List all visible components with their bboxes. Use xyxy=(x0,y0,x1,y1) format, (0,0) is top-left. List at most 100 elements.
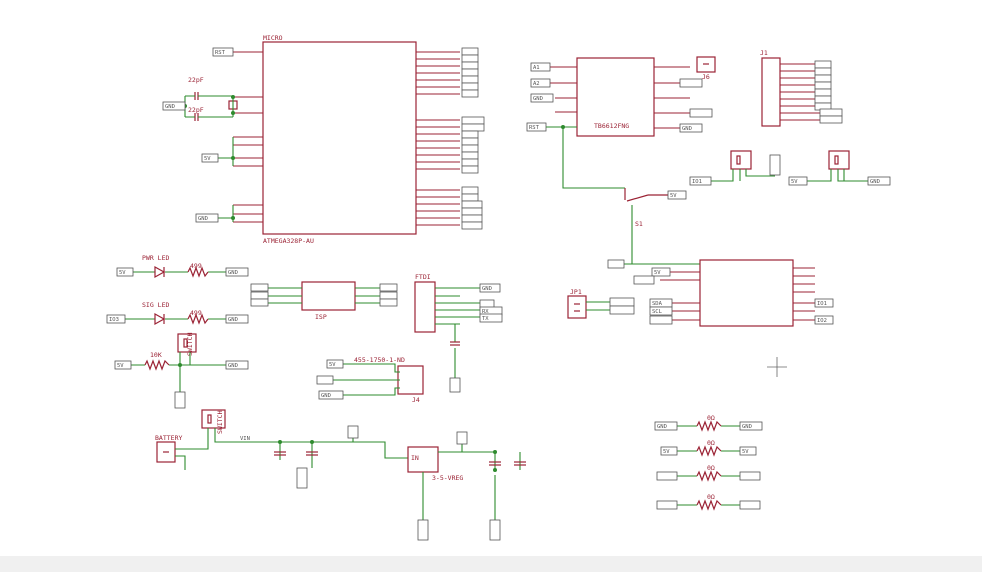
sensor-ic-symbol[interactable] xyxy=(660,259,815,327)
j6-ref-label: J6 xyxy=(702,73,710,81)
vcc-tag-sensor xyxy=(651,267,671,277)
c1-value-label: 22pF xyxy=(188,76,204,84)
j4-value-label: 455-1750-1-ND xyxy=(354,356,405,364)
r1-value-label: 499 xyxy=(190,262,202,270)
s1-ref-label: S1 xyxy=(635,220,643,228)
a1-label: A1 xyxy=(533,65,540,71)
sck-tag xyxy=(250,291,269,300)
pwr-led-label: PWR LED xyxy=(142,254,169,262)
gnd-tag-rb1 xyxy=(654,421,678,431)
vcc-tag-rb2 xyxy=(660,446,678,456)
sda-label: SDA xyxy=(652,301,663,307)
signal-led-circuit[interactable]: SIG LED 499 xyxy=(125,301,226,326)
vcc-tag-rb2b xyxy=(739,446,757,456)
gnd-tag-isp xyxy=(379,298,398,307)
header-j1[interactable]: J1 xyxy=(760,49,820,127)
vcc-label-s1: 5V xyxy=(670,193,677,199)
rst-label-u2: RST xyxy=(529,125,540,131)
crosshair-cursor-icon xyxy=(767,357,787,377)
vcc-tag-isp xyxy=(379,283,398,292)
io-tag-rb3 xyxy=(656,471,678,481)
voltage-regulator[interactable]: IN 3-5-VREG xyxy=(407,440,526,520)
jp1-tag2 xyxy=(609,305,635,315)
button-switch-circuit[interactable]: SWITCH 10K xyxy=(131,332,226,392)
s1-net-tag xyxy=(607,259,625,269)
io-tag-rb4 xyxy=(656,500,678,510)
motor-driver-symbol[interactable]: TB6612FNG xyxy=(550,57,690,137)
microcontroller-symbol[interactable]: MICRO ATMEGA328P-AU xyxy=(233,34,460,245)
gnd-label-ftdi: GND xyxy=(482,286,492,292)
sw-net-tag xyxy=(174,391,186,409)
gnd-label-crystal: GND xyxy=(165,104,175,110)
resistor-0a: 0Ω xyxy=(677,414,740,432)
r3-value-label: 10K xyxy=(150,351,162,359)
vcc-tag-s1 xyxy=(667,190,687,200)
reg-in-label: IN xyxy=(411,454,419,462)
io-header-1[interactable] xyxy=(711,150,775,182)
vcc-label-io2: 5V xyxy=(791,179,798,185)
vcc-label-mcu: 5V xyxy=(204,156,211,162)
tx-label: TX xyxy=(482,316,489,322)
sensor-gnd-tag xyxy=(649,315,673,325)
jp1-ref-label: JP1 xyxy=(570,288,582,296)
rst-tag xyxy=(212,47,234,57)
gnd-label-j4: GND xyxy=(321,393,331,399)
crystal-circuit[interactable]: 22pF 22pF xyxy=(175,76,238,121)
vin-label: VIN xyxy=(240,436,250,442)
sensor-tag2 xyxy=(633,275,655,285)
gnd-tag-j4 xyxy=(318,390,344,400)
power-led-circuit[interactable]: PWR LED 499 xyxy=(133,254,226,279)
switch-s1[interactable]: S1 xyxy=(624,188,668,228)
battery-connector[interactable]: BATTERY xyxy=(155,434,182,463)
gnd-tag-reg2 xyxy=(489,519,501,541)
io-tag-rb3b xyxy=(739,471,761,481)
isp-ref-label: ISP xyxy=(315,313,327,321)
schematic-canvas[interactable]: MICRO ATMEGA328P-AU xyxy=(0,0,982,556)
gnd-label-led2: GND xyxy=(228,317,238,323)
a2-tag xyxy=(530,78,551,88)
gnd-tag-u2 xyxy=(530,93,554,103)
vcc-label-sw: 5V xyxy=(117,363,124,369)
jp1-tag1 xyxy=(609,297,635,307)
resistor-bank[interactable]: 0Ω 0Ω 0Ω 0Ω xyxy=(677,414,740,511)
gnd-label-u2: GND xyxy=(533,96,543,102)
sig-led-label: SIG LED xyxy=(142,301,169,309)
c2-value-label: 22pF xyxy=(188,106,204,114)
power-switch[interactable]: SWITCH xyxy=(201,409,226,434)
gnd-tag-mcu xyxy=(195,213,219,223)
isp-header[interactable]: ISP xyxy=(268,281,380,321)
vcc-tag-io2 xyxy=(788,176,808,186)
u2-value-label: TB6612FNG xyxy=(594,122,629,130)
status-bar xyxy=(0,556,982,572)
ftdi-ref-label: FTDI xyxy=(415,273,431,281)
gnd-tag-led2 xyxy=(225,314,249,324)
gnd-tag-rb1b xyxy=(739,421,763,431)
gnd-tag-io2 xyxy=(867,176,891,186)
gnd-tag-sw xyxy=(225,360,249,370)
resistor-0c: 0Ω xyxy=(677,464,740,482)
vcc-tag-j4 xyxy=(326,359,344,369)
j6-connector[interactable]: J6 xyxy=(696,56,716,81)
gnd-tag-reg xyxy=(417,519,429,541)
motor-out2-tag xyxy=(689,108,713,118)
gnd-tag-u2b xyxy=(679,123,703,133)
micro-value-label: ATMEGA328P-AU xyxy=(263,237,314,245)
r-bank-label-0: 0Ω xyxy=(707,414,715,422)
battery-label: BATTERY xyxy=(155,434,182,442)
mcu-gnd-wire xyxy=(218,205,234,222)
miso-tag xyxy=(250,283,269,292)
gnd-tag-bat xyxy=(296,467,308,489)
io-tag-rb4b xyxy=(739,500,761,510)
ftdi-header[interactable]: FTDI xyxy=(414,273,480,378)
gnd-label-sw: GND xyxy=(228,363,238,369)
a1-tag-j4 xyxy=(316,375,334,385)
io-header-2[interactable] xyxy=(807,150,868,182)
j4-ref-label: J4 xyxy=(412,396,420,404)
connector-j4[interactable]: 455-1750-1-ND J4 xyxy=(333,356,424,404)
r-bank-label-1: 0Ω xyxy=(707,439,715,447)
j1-net-tags xyxy=(814,60,843,124)
gnd-tag-io1 xyxy=(769,154,781,176)
io3-label: IO3 xyxy=(109,317,119,323)
s1-wire xyxy=(610,205,700,265)
jumper-jp1[interactable]: JP1 xyxy=(567,288,610,319)
